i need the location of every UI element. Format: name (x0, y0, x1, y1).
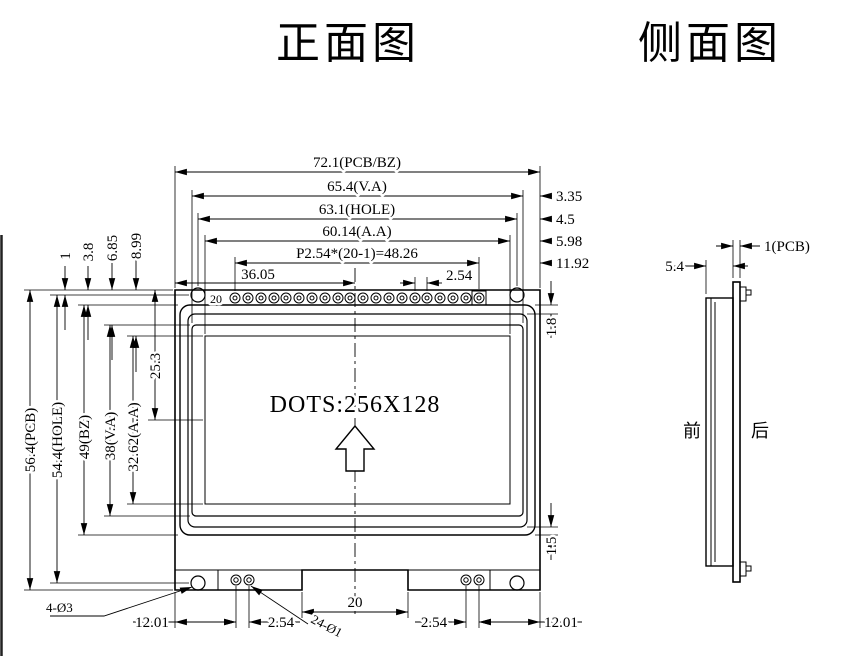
dim-pin-pitch: 2.54 (446, 268, 473, 284)
side-view (672, 240, 760, 583)
mounting-holes (190, 287, 525, 591)
dim-module-thickness: 5.4 (665, 259, 684, 275)
dim-pcb-width: 72.1(PCB/BZ) (313, 155, 401, 171)
dim-bezel-top-lip: 1.8 (544, 318, 560, 337)
dim-left-hole-offset: 12.01 (135, 615, 169, 631)
active-area (204, 335, 511, 505)
dim-notch-width: 20 (348, 595, 363, 611)
dim-aa-margin: 5.98 (556, 234, 582, 250)
viewing-area (191, 324, 524, 517)
front-view (24, 166, 582, 628)
side-view-title: 侧面图 (638, 19, 782, 68)
side-front-label: 前 (683, 421, 701, 441)
dim-aa-width: 60.14(A.A) (322, 224, 391, 240)
up-arrow-icon (334, 424, 376, 472)
display-resolution-text: DOTS:256X128 (270, 392, 441, 418)
dim-pin-margin: 11.92 (556, 256, 589, 272)
pcb-bottom-details (175, 569, 540, 590)
dim-bezel-edge-offset: 3.8 (81, 243, 97, 262)
dim-hole-height: 54.4(HOLE) (50, 402, 66, 478)
dim-aa-edge-offset: 8.99 (129, 233, 145, 259)
dim-pcb-thickness: 1(PCB) (764, 239, 810, 255)
pin1-marker-box (471, 290, 487, 306)
dim-bezel-height: 49(BZ) (77, 415, 93, 459)
front-view-title: 正面图 (276, 19, 420, 68)
bezel-inner-lip (187, 313, 528, 528)
pin-holes-note: 24-Ø1 (309, 611, 345, 640)
pin-number-label: 20 (210, 292, 222, 306)
dimension-lines-front (26, 168, 582, 626)
module-side-details (710, 286, 752, 577)
dim-va-edge-offset: 6.85 (105, 235, 121, 261)
pin-hole-leader (250, 585, 309, 625)
dim-va-margin: 3.35 (556, 189, 582, 205)
pin-row (229, 290, 487, 306)
backlight-pads (230, 574, 485, 586)
dimension-lines-side (672, 242, 760, 270)
dim-right-hole-offset: 12.01 (544, 615, 578, 631)
dim-hole-margin: 4.5 (556, 212, 575, 228)
dim-hole-span: 63.1(HOLE) (319, 202, 395, 218)
extension-lines-side (705, 240, 741, 294)
dim-hole-edge-offset: 1 (58, 252, 74, 260)
dim-bezel-bottom-lip: 1.5 (544, 537, 560, 556)
dim-aa-center-offset: 25.3 (148, 353, 164, 379)
dim-center-offset: 36.05 (241, 267, 275, 283)
dim-pcb-height: 56.4(PCB) (23, 408, 39, 473)
dim-va-width: 65.4(V.A) (327, 179, 387, 195)
mount-hole-leader (50, 586, 193, 617)
mount-holes-note: 4-Ø3 (46, 600, 73, 615)
pcb-side-profile (732, 281, 741, 583)
dim-va-height: 38(V.A) (103, 412, 119, 460)
dim-aa-height: 32.62(A.A) (126, 402, 142, 471)
side-back-label: 后 (751, 421, 769, 441)
bezel-outline (179, 304, 536, 536)
module-side-profile (705, 297, 734, 567)
dim-right-pin-pitch: 2.54 (421, 615, 448, 631)
dim-pin-pitch-formula: P2.54*(20-1)=48.26 (296, 246, 418, 262)
dim-left-pin-pitch: 2.54 (268, 615, 295, 631)
